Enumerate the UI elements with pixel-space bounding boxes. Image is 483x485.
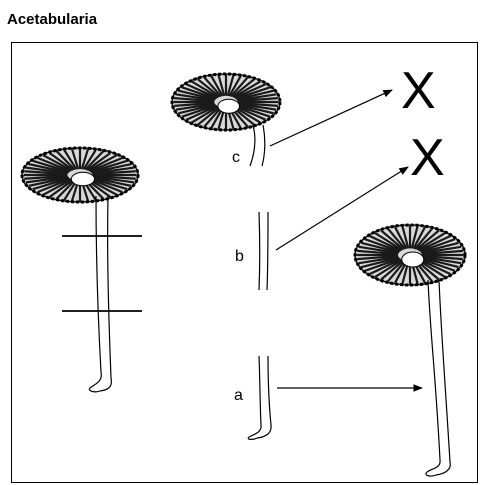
segment-c: c X <box>172 62 436 166</box>
label-b: b <box>235 248 244 265</box>
regenerated-plant-rhizoid <box>426 472 436 476</box>
label-a: a <box>234 387 243 404</box>
outcome-b-x: X <box>410 129 445 187</box>
segment-c-cap <box>172 74 280 130</box>
whole-plant <box>22 148 142 392</box>
whole-plant-rhizoid <box>89 388 100 392</box>
regenerated-plant-cap <box>355 225 465 285</box>
outcome-c-x: X <box>401 62 436 120</box>
segment-b-stalk <box>259 212 268 290</box>
segment-a: a <box>234 356 422 439</box>
whole-plant-stalk <box>90 196 111 391</box>
arrow-c <box>270 90 392 146</box>
label-c: c <box>232 149 240 166</box>
regenerated-plant-stalk <box>427 280 450 475</box>
regenerated-plant <box>355 225 465 476</box>
segment-c-stalk <box>250 125 265 166</box>
whole-plant-cap <box>22 148 138 202</box>
segment-a-stalk <box>249 356 271 438</box>
